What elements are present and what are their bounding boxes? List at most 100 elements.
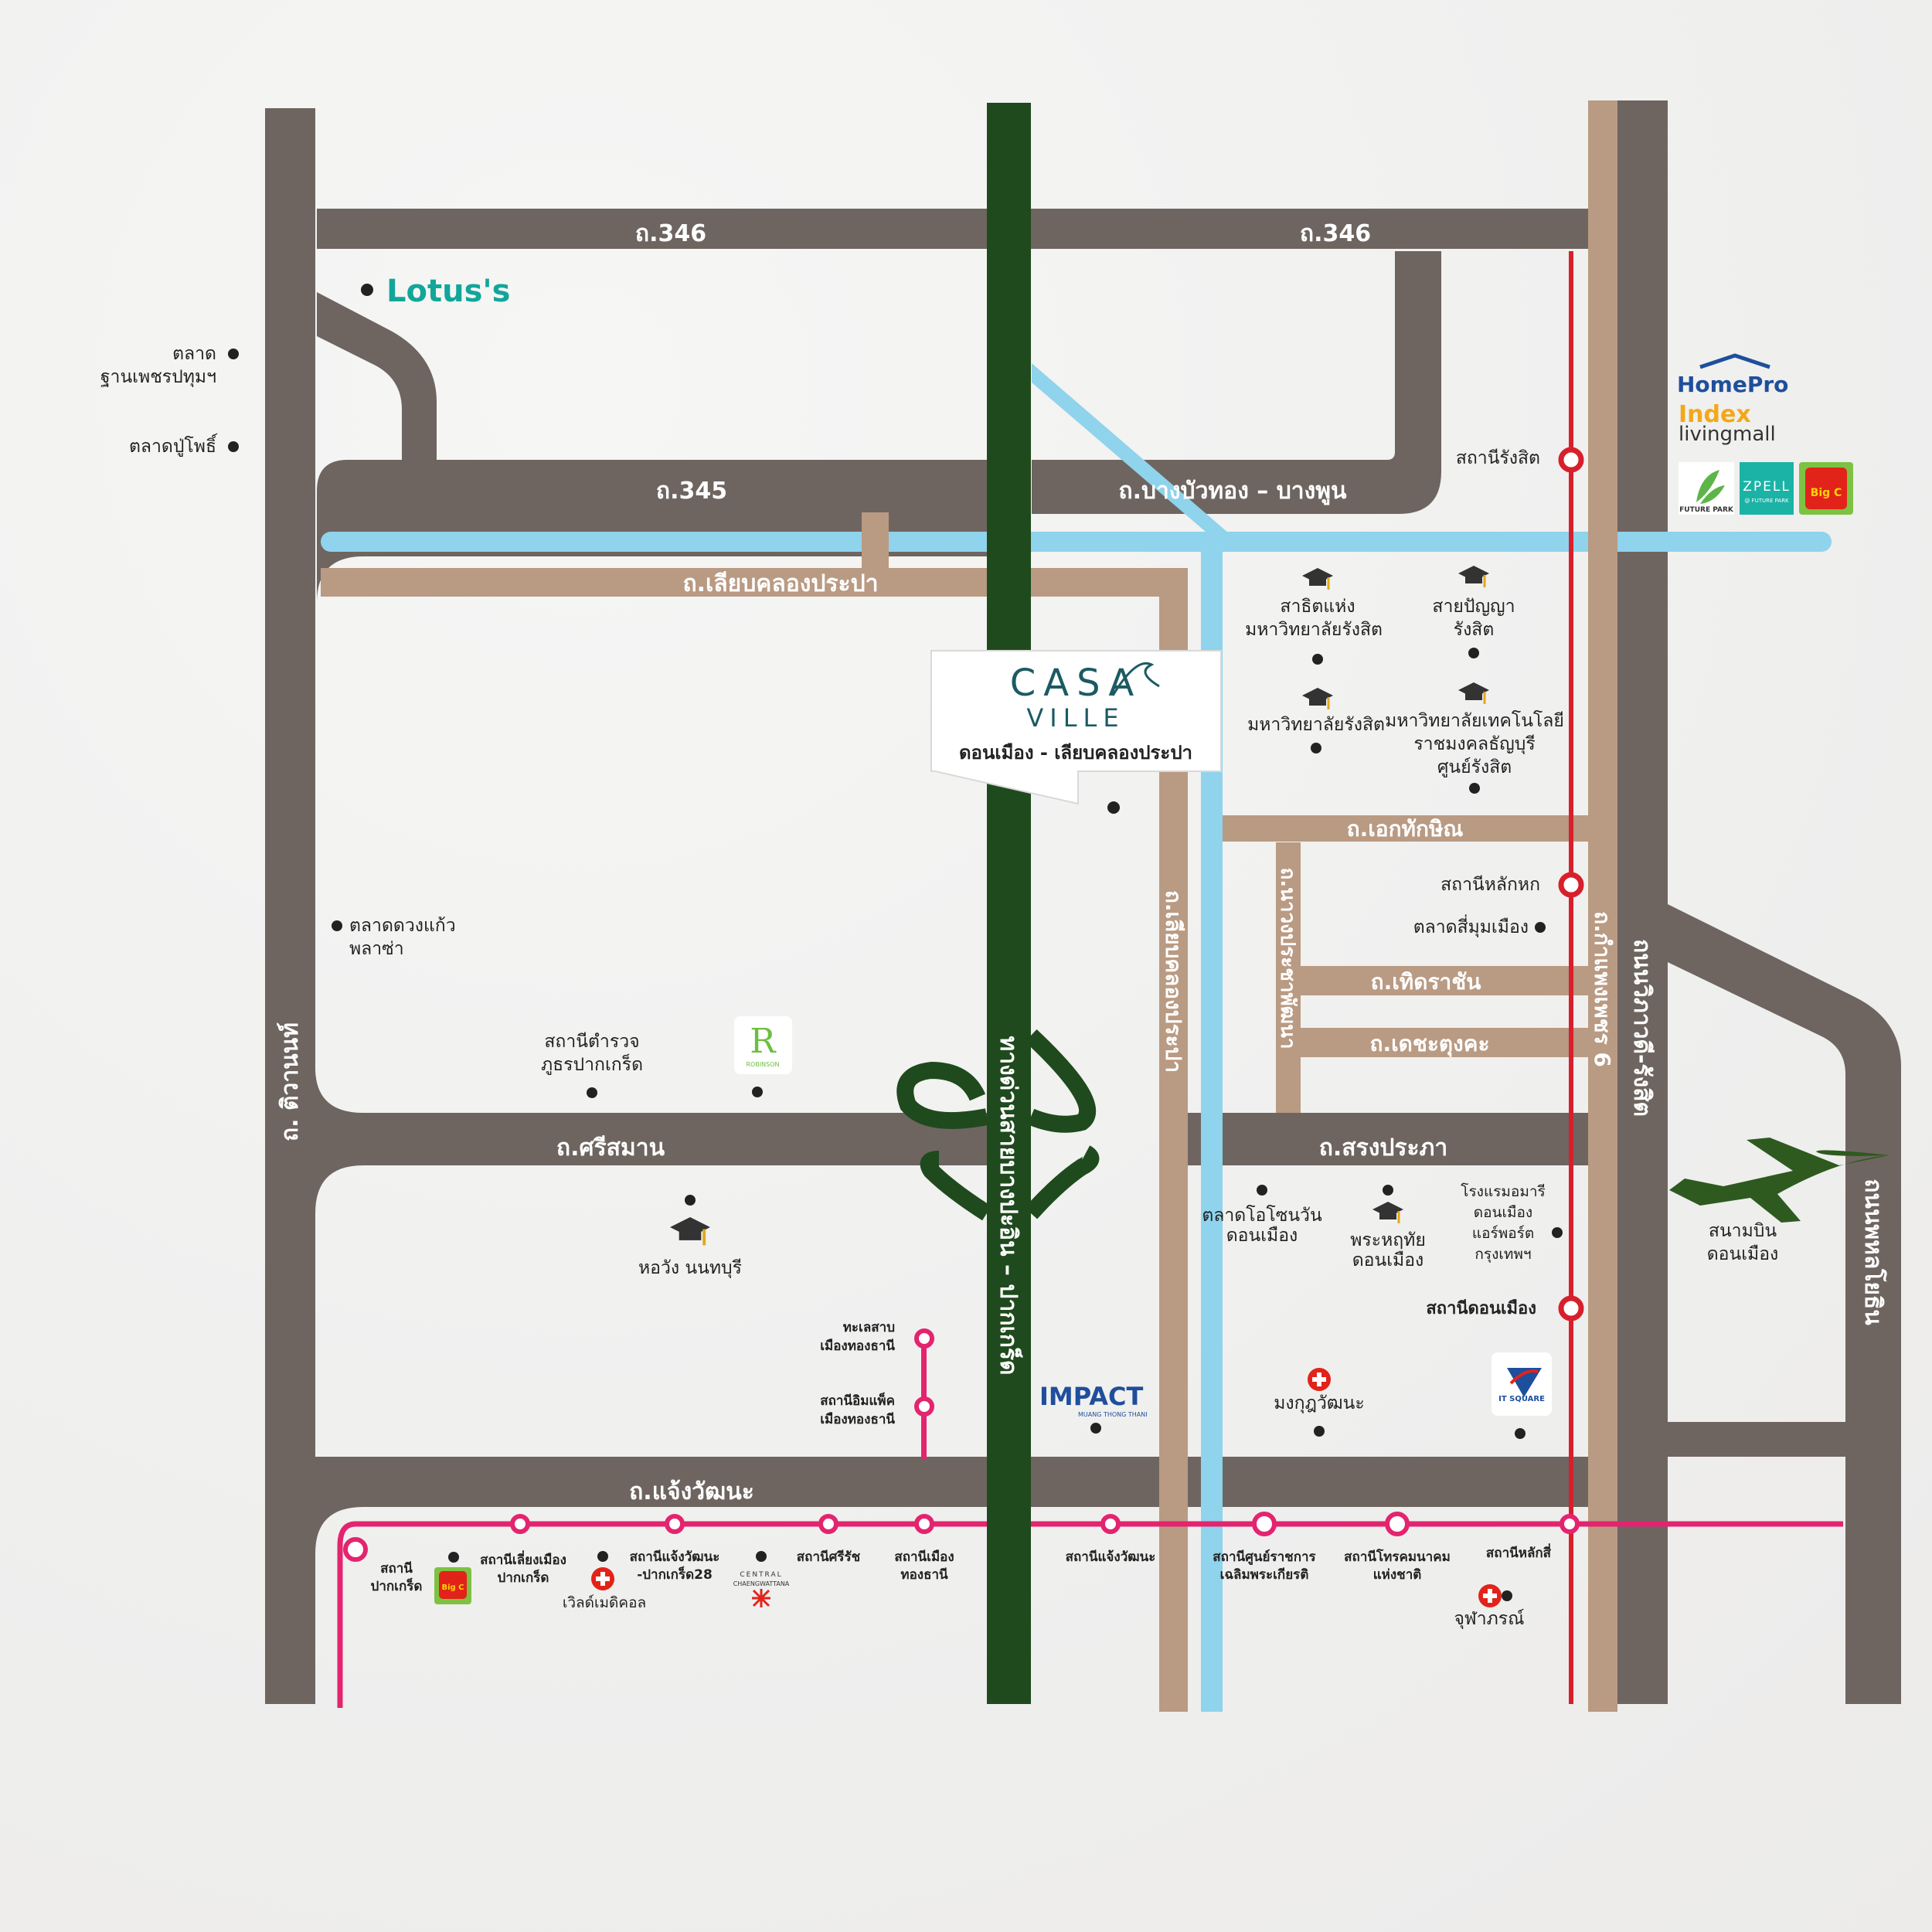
bigc-bottom-inner <box>439 1571 467 1599</box>
label-amari-2: ดอนเมือง <box>1474 1204 1532 1221</box>
station-ring-icon <box>914 1328 934 1349</box>
hospital-cross-icon <box>1308 1368 1331 1391</box>
label-station-govt-1: สถานีศูนย์ราชการ <box>1213 1549 1316 1566</box>
interchange-ramp-se <box>1024 1145 1100 1219</box>
dot-talat-duang <box>332 920 342 931</box>
label-phrahuthai-2: ดอนเมือง <box>1352 1250 1424 1270</box>
road-kheharachan <box>1301 966 1590 995</box>
label-road-bang-bua-thong: ถ.บางบัวทอง – บางพูน <box>1118 478 1347 505</box>
zpell-sub: @ FUTURE PARK <box>1744 498 1789 504</box>
label-rmutt-1: มหาวิทยาลัยเทคโนโลยี <box>1385 710 1564 731</box>
expressway-main <box>987 103 1031 1704</box>
graduation-cap-icon <box>1372 1202 1403 1223</box>
label-amari-4: กรุงเทพฯ <box>1475 1246 1531 1264</box>
robinson-box <box>734 1016 792 1074</box>
graduation-icons <box>670 566 1489 1246</box>
label-road-chaengwattana: ถ.แจ้งวัฒนะ <box>629 1478 754 1505</box>
project-callout: CASA VILLE ดอนเมือง - เลียบคลองประปา <box>930 650 1222 814</box>
dot-rmutt <box>1469 783 1480 794</box>
red-stations <box>1558 447 1584 1321</box>
graduation-cap-icon <box>1302 568 1333 590</box>
bigc-top-text: Big C <box>1811 487 1842 499</box>
lotus-dot <box>361 284 373 296</box>
label-rangsit-uni: มหาวิทยาลัยรังสิต <box>1247 715 1385 735</box>
index-logo: Index <box>1679 401 1751 428</box>
label-talat-duang-1: ตลาดดวงแก้ว <box>349 916 456 936</box>
station-ring-icon <box>1100 1514 1121 1534</box>
label-road-kheharachan: ถ.เทิดราชัน <box>1371 969 1481 995</box>
station-ring-icon <box>510 1514 530 1534</box>
station-ring-icon <box>914 1396 934 1417</box>
project-location-dot <box>1107 801 1120 814</box>
graduation-cap-icon <box>670 1217 710 1246</box>
label-station-chaeng28-1: สถานีแจ้งวัฒนะ <box>630 1549 720 1565</box>
dot-amari <box>1552 1227 1563 1238</box>
label-road-346-right: ถ.346 <box>1300 220 1371 247</box>
dot-rangsit-uni <box>1311 743 1321 753</box>
zpell-box <box>1740 462 1794 515</box>
homepro-logo: HomePro <box>1677 353 1788 397</box>
label-road-346-left: ถ.346 <box>635 220 706 247</box>
label-station-mueang-2: ทองธานี <box>900 1566 948 1583</box>
station-ring-icon <box>1385 1512 1410 1536</box>
road-dechatungkha <box>1301 1028 1590 1057</box>
dot-horwang <box>685 1195 696 1206</box>
label-thale-sap-1: ทะเลสาบ <box>843 1320 895 1335</box>
label-road-liap-v: ถ.เลียบคลองประปา <box>1161 890 1186 1073</box>
itsquare-logo: IT SQUARE <box>1492 1352 1552 1416</box>
impact-logo: IMPACT MUANG THONG THANI <box>1039 1382 1148 1418</box>
road-prachaphatthana <box>1276 842 1301 1113</box>
interchange-ramp-west <box>896 1061 989 1129</box>
road-liap-connector <box>862 512 889 570</box>
itsquare-arrow-icon <box>1507 1368 1542 1397</box>
road-ekkathakin <box>1223 815 1590 842</box>
station-ring-icon <box>1252 1512 1277 1536</box>
brand-subtitle: ดอนเมือง - เลียบคลองประปา <box>959 742 1192 764</box>
station-ring-icon <box>1560 1514 1580 1534</box>
tan-roads <box>321 100 1617 1712</box>
dot-chulabhorn <box>1502 1590 1512 1601</box>
road-labels: ถ.346 ถ.346 ถ.345 ถ.บางบัวทอง – บางพูน ถ… <box>277 220 1888 1505</box>
label-horwang: หอวัง นนทบุรี <box>638 1258 742 1278</box>
label-road-phahonyothin-6: ถ.กำแพงเพชร 6 <box>1590 911 1615 1067</box>
label-road-ekkathakin: ถ.เอกทักษิณ <box>1347 816 1464 842</box>
label-ozone-2: ดอนเมือง <box>1226 1226 1298 1246</box>
brand-casa: CASA <box>1010 662 1142 705</box>
dot-world-medical <box>597 1551 608 1562</box>
central-emblem-icon <box>752 1589 770 1607</box>
place-labels: ตลาด ฐานเพชรปทุมฯ ตลาดปู่โพธิ์ สถานีรังส… <box>100 344 1778 1629</box>
road-346 <box>317 209 1588 249</box>
label-station-mueang-1: สถานีเมือง <box>894 1549 954 1565</box>
lotus-logo: Lotus's <box>386 274 510 309</box>
label-saipanya-1: สายปัญญา <box>1432 597 1515 617</box>
canal-horizontal <box>321 532 1832 552</box>
hospital-cross-icon <box>591 1567 614 1590</box>
canal-diagonal <box>1032 363 1229 533</box>
hospital-cross-icon <box>1478 1584 1502 1607</box>
central-line1: CENTRAL <box>740 1571 782 1579</box>
dot-talat-si-mum <box>1535 922 1546 933</box>
central-line2: CHAENGWATTANA <box>733 1580 790 1587</box>
label-station-laksi: สถานีหลักสี่ <box>1486 1543 1552 1561</box>
label-satit-1: สาธิตแห่ง <box>1280 597 1355 617</box>
dot-pakkret-mall <box>448 1552 459 1563</box>
label-road-songprapa: ถ.สรงประภา <box>1319 1134 1448 1162</box>
label-phrahuthai-1: พระหฤทัย <box>1350 1230 1426 1250</box>
station-ring-icon <box>914 1514 934 1534</box>
dot-mongkut <box>1314 1426 1325 1437</box>
label-station-govt-2: เฉลิมพระเกียรติ <box>1220 1566 1309 1583</box>
road-vibhavadi <box>1617 100 1668 1704</box>
interchange-ramp-east <box>1025 1029 1097 1133</box>
brand-ville: VILLE <box>1026 703 1124 733</box>
impact-text: IMPACT <box>1039 1382 1144 1411</box>
road-phahonyothin <box>1668 904 1901 1704</box>
label-road-phahonyothin: ถนนพหลโยธิน <box>1859 1179 1888 1325</box>
label-impact-station-2: เมืองทองธานี <box>820 1411 895 1427</box>
label-talat-pu-pho: ตลาดปู่โพธิ์ <box>129 433 218 457</box>
label-station-liang-1: สถานีเลี่ยงเมือง <box>480 1550 566 1568</box>
homepro-roof-icon <box>1699 353 1770 369</box>
label-police-1: สถานีตำรวจ <box>544 1032 639 1052</box>
zpell-text: ZPELL <box>1743 479 1791 495</box>
label-station-rangsit: สถานีรังสิต <box>1456 448 1540 468</box>
label-road-vibhavadi: ถนนวิภาวดี-รังสิต <box>1628 939 1655 1117</box>
